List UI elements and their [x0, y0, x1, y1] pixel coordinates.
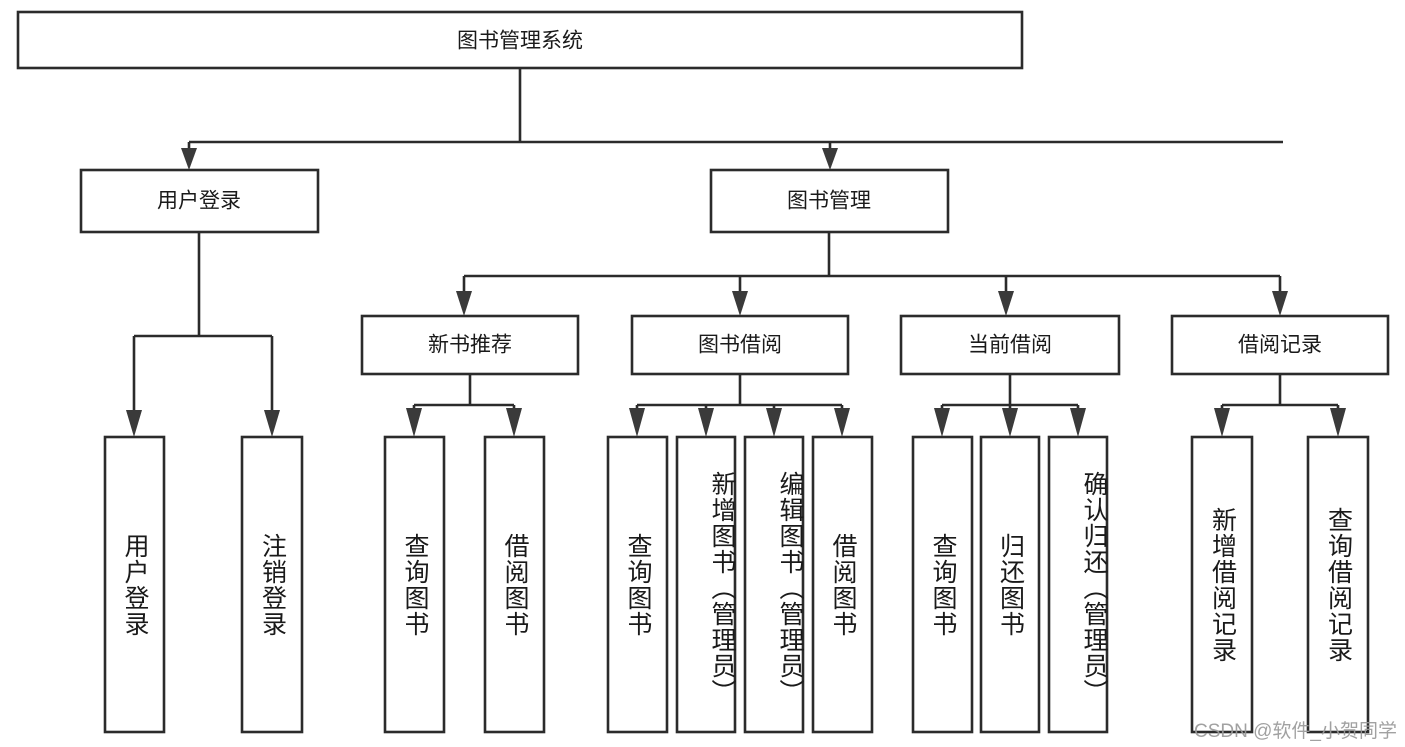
node-root-label: 图书管理系统 [457, 30, 583, 53]
node-book-borrow[interactable]: 图书借阅 [630, 314, 850, 376]
node-leaf-return-book-box[interactable] [979, 435, 1041, 734]
node-leaf-query-book-1-box[interactable] [383, 435, 446, 734]
watermark-text: CSDN @软件_小贺同学 [1194, 721, 1397, 742]
connector-user-login-to-leaves [126, 232, 280, 437]
connector-new-book-rec-to-leaves [406, 374, 522, 437]
node-leaf-add-book-box[interactable] [675, 435, 737, 734]
arrow-to-borrow-record [1272, 291, 1288, 316]
node-borrow-record-label: 借阅记录 [1238, 334, 1322, 357]
connector-book-manage-to-level3 [456, 232, 1288, 316]
arrow-to-book-borrow [732, 291, 748, 316]
node-book-manage[interactable]: 图书管理 [709, 168, 950, 234]
node-leaf-logout-box[interactable] [240, 435, 304, 734]
node-leaf-edit-book-box[interactable] [743, 435, 805, 734]
arrow-to-leaf-confirm-return [1070, 408, 1086, 437]
node-leaf-query-record-box[interactable] [1306, 435, 1370, 734]
arrow-to-leaf-query-book-1 [406, 408, 422, 437]
node-leaf-user-login-box[interactable] [103, 435, 166, 734]
node-user-login[interactable]: 用户登录 [79, 168, 320, 234]
node-current-borrow-box [899, 314, 1121, 376]
node-new-book-rec[interactable]: 新书推荐 [360, 314, 580, 376]
node-new-book-rec-label: 新书推荐 [428, 334, 512, 357]
node-root-box [16, 10, 1024, 70]
node-leaf-confirm-return-box[interactable] [1047, 435, 1109, 734]
node-new-book-rec-box [360, 314, 580, 376]
arrow-to-current-borrow [998, 291, 1014, 316]
arrow-to-leaf-query-book-3 [934, 408, 950, 437]
arrow-to-leaf-query-book-2 [629, 408, 645, 437]
node-leaf-query-book-3-box[interactable] [911, 435, 974, 734]
arrow-to-leaf-query-record [1330, 408, 1346, 437]
arrow-to-leaf-logout [264, 410, 280, 437]
arrow-to-leaf-user-login [126, 410, 142, 437]
node-leaf-borrow-book-2-box[interactable] [811, 435, 874, 734]
arrow-to-leaf-add-record [1214, 408, 1230, 437]
node-book-borrow-label: 图书借阅 [698, 334, 782, 357]
arrow-to-user-login [181, 148, 197, 170]
node-book-manage-label: 图书管理 [787, 190, 871, 213]
arrow-to-leaf-add-book [698, 408, 714, 437]
node-leaf-add-record-box[interactable] [1190, 435, 1254, 734]
node-user-login-label: 用户登录 [157, 190, 241, 213]
connector-borrow-record-to-leaves [1214, 374, 1346, 437]
arrow-to-leaf-borrow-book-2 [834, 408, 850, 437]
connector-current-borrow-to-leaves [934, 374, 1086, 437]
node-leaf-query-book-2-box[interactable] [606, 435, 669, 734]
arrow-to-book-manage [822, 148, 838, 170]
arrow-to-leaf-return-book [1002, 408, 1018, 437]
connector-root-to-level2 [181, 68, 1283, 170]
node-borrow-record[interactable]: 借阅记录 [1170, 314, 1390, 376]
node-root[interactable]: 图书管理系统 [16, 10, 1024, 70]
node-current-borrow-label: 当前借阅 [968, 334, 1052, 357]
node-user-login-box [79, 168, 320, 234]
node-current-borrow[interactable]: 当前借阅 [899, 314, 1121, 376]
arrow-to-leaf-borrow-book-1 [506, 408, 522, 437]
node-leaf-borrow-book-1-box[interactable] [483, 435, 546, 734]
arrow-to-new-book-rec [456, 291, 472, 316]
arrow-to-leaf-edit-book [766, 408, 782, 437]
connector-book-borrow-to-leaves [629, 374, 850, 437]
